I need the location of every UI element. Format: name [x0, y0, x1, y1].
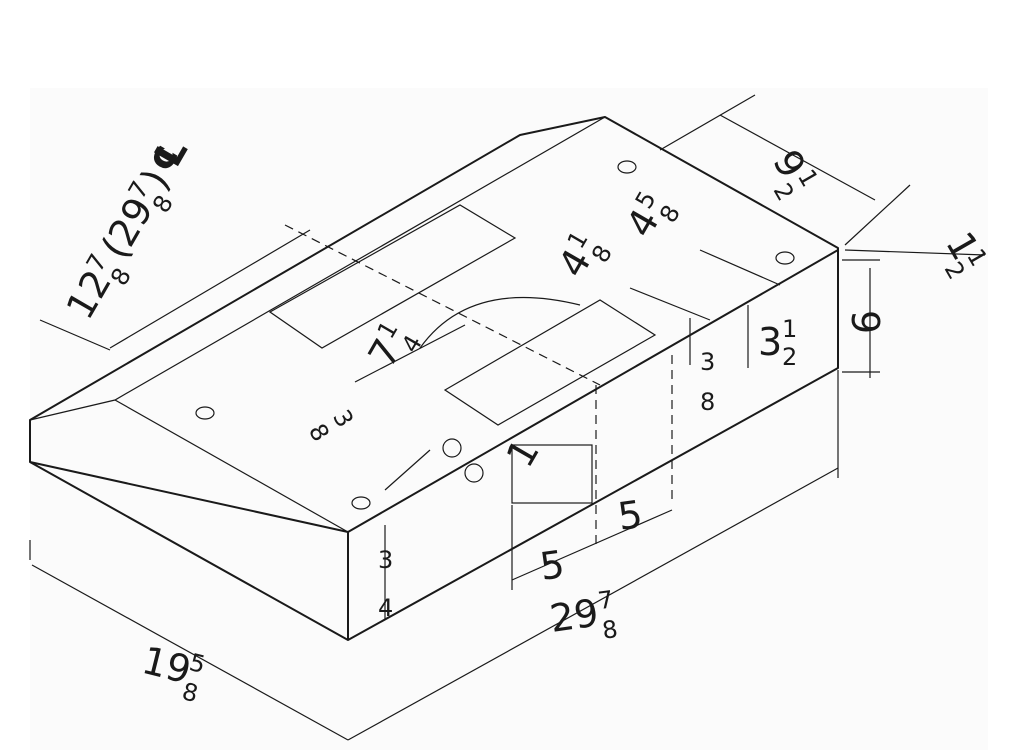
width-num: 7: [596, 585, 615, 615]
rear-inset-den: 8: [700, 388, 715, 416]
filter-opening-front: [443, 299, 657, 426]
height-label: 6: [845, 310, 889, 334]
width-den: 8: [600, 615, 619, 645]
label-front-lip: 3 4: [378, 546, 393, 622]
filter-opening-rear: [268, 204, 517, 349]
rear-height-den: 2: [782, 343, 797, 371]
front-lip-num: 3: [378, 546, 393, 574]
knockout-icon: [464, 463, 484, 483]
front-lip-den: 4: [378, 594, 393, 622]
screw-icon: [775, 251, 795, 265]
screw-icon: [195, 406, 215, 420]
screw-icon: [351, 496, 371, 510]
dimension-lines: [29, 94, 986, 741]
screw-icon: [617, 160, 637, 174]
rear-height-num: 1: [782, 315, 797, 343]
duct-arc: [419, 296, 581, 349]
width-whole: 29: [547, 591, 601, 641]
hood-inner-front: [114, 399, 349, 533]
rear-inset-num: 3: [700, 348, 715, 376]
rear-height-whole: 3: [758, 320, 782, 364]
hood-top-face: [29, 116, 839, 641]
label-rear-inset: 3 8: [700, 348, 715, 416]
hood-body: [29, 116, 839, 641]
label-rear-height: 3 1 2: [758, 315, 797, 371]
label-width: 29 7 8: [547, 585, 619, 645]
mounting-screws: [195, 160, 795, 510]
depth-num: 5: [187, 648, 209, 679]
knockout-icon: [442, 438, 462, 458]
knockout-box: [511, 444, 593, 504]
depth-den: 8: [179, 677, 201, 708]
